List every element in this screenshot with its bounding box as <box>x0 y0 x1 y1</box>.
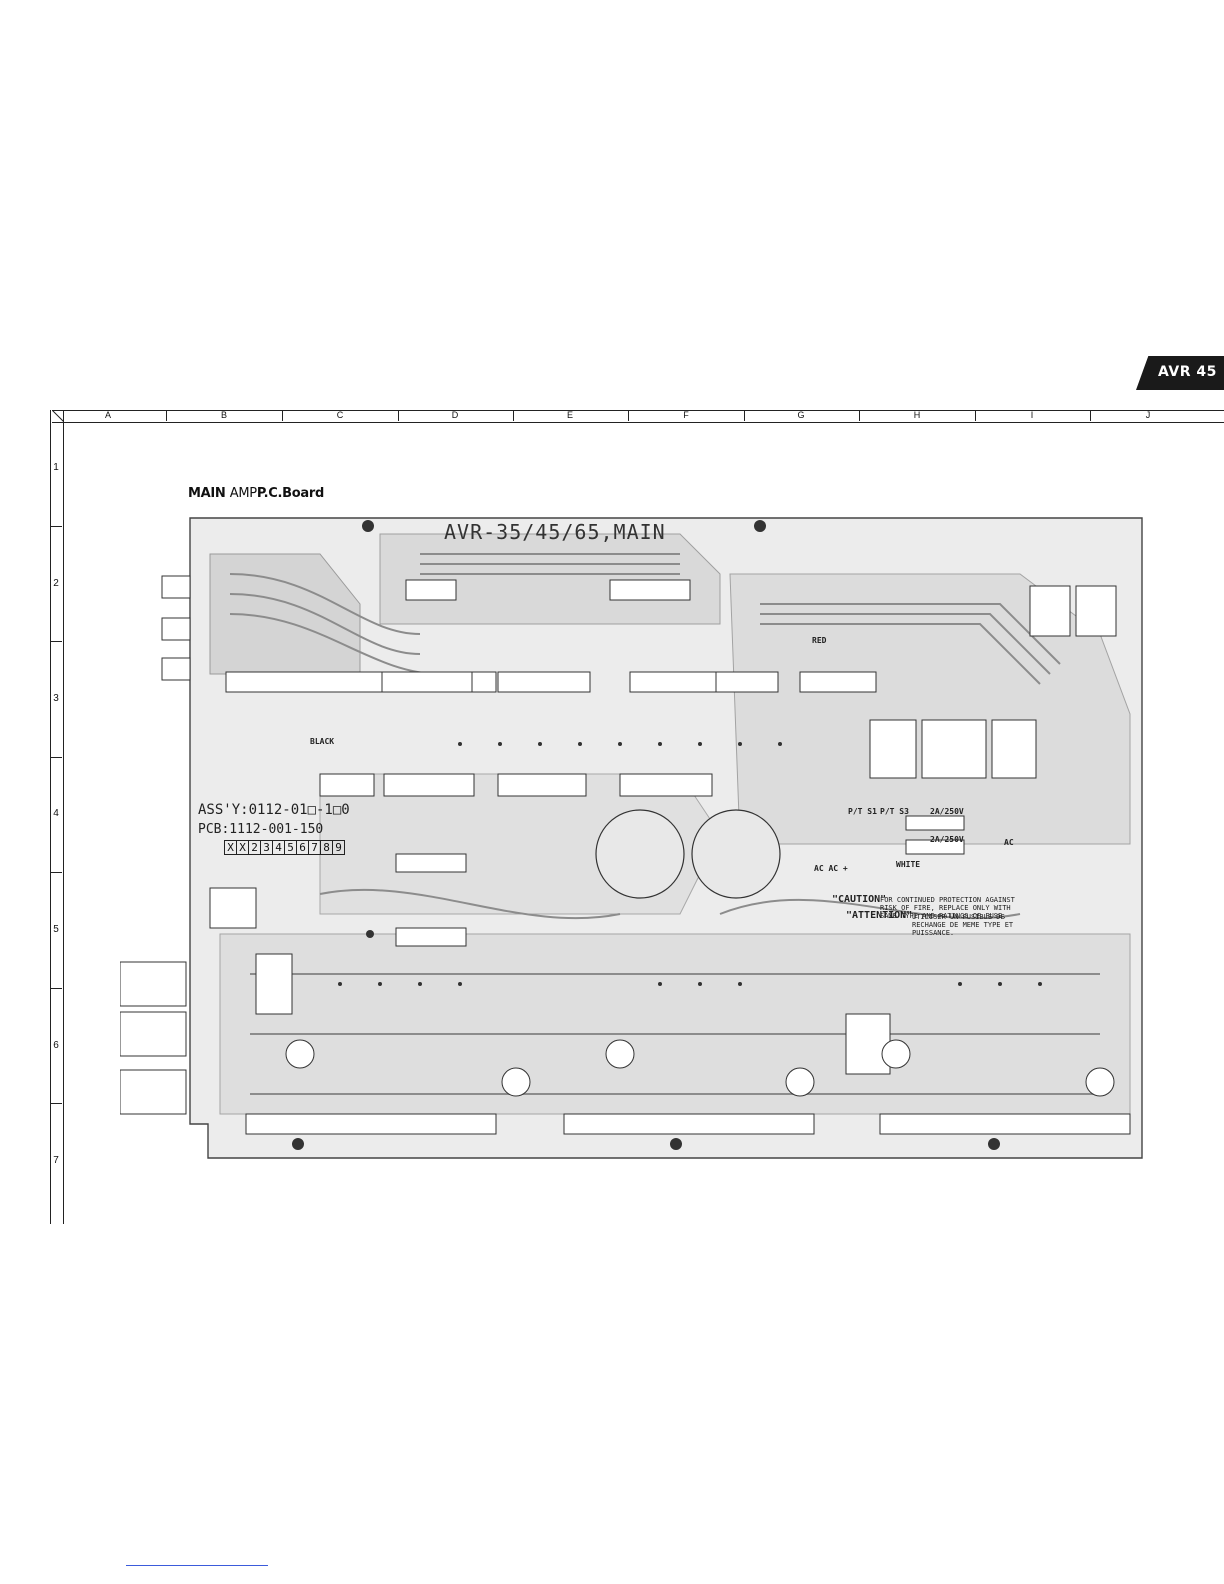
grid-col-tick <box>628 410 629 421</box>
grid-frame-left <box>50 410 64 1224</box>
grid-col-tick <box>859 410 860 421</box>
ac-input-label: AC AC + <box>814 864 848 873</box>
grid-row-tick <box>50 757 62 758</box>
grid-row-tick <box>50 988 62 989</box>
pcb-layout-drawing <box>120 517 1143 1159</box>
grid-col-tick <box>744 410 745 421</box>
grid-col-label: B <box>220 410 227 420</box>
pcb-number-label: PCB:1112-001-150 <box>198 822 324 837</box>
grid-row-label: 2 <box>53 578 59 589</box>
ac-label: AC <box>1004 838 1014 847</box>
grid-col-label: G <box>797 410 805 420</box>
assembly-number-label: ASS'Y:0112-01□-1□0 <box>198 802 350 818</box>
grid-corner <box>52 410 64 422</box>
attention-label: "ATTENTION" <box>846 910 913 921</box>
grid-row-label: 4 <box>53 808 59 819</box>
switch-label: P/T S3 <box>880 807 909 816</box>
digit-box: 9 <box>332 840 345 855</box>
grid-row-label: 1 <box>53 462 59 473</box>
grid-col-label: J <box>1145 410 1151 420</box>
caution-label: "CAUTION" <box>832 894 887 905</box>
wire-color-label: RED <box>812 636 827 645</box>
fuse-rating-label: 2A/250V <box>930 807 964 816</box>
grid-col-label: H <box>913 410 921 420</box>
wire-color-label: WHITE <box>896 860 921 869</box>
grid-frame-top <box>52 410 1224 423</box>
grid-col-tick <box>513 410 514 421</box>
grid-col-tick <box>398 410 399 421</box>
wire-color-label: BLACK <box>310 737 335 746</box>
grid-col-label: I <box>1030 410 1034 420</box>
grid-row-tick <box>50 1103 62 1104</box>
fuse-rating-label: 2A/250V <box>930 835 964 844</box>
grid-row-tick <box>50 872 62 873</box>
grid-col-tick <box>166 410 167 421</box>
board-title-rest: P.C.Board <box>256 486 325 501</box>
board-title-main: MAIN <box>188 486 226 501</box>
grid-row-label: 6 <box>53 1040 59 1051</box>
caution-note: FOR CONTINUED PROTECTION AGAINST RISK OF… <box>880 896 1015 920</box>
page-section-tab-label: AVR 45 <box>1158 364 1217 380</box>
grid-row-tick <box>50 526 62 527</box>
board-title: MAIN AMPP.C.Board <box>188 486 324 501</box>
grid-col-tick <box>975 410 976 421</box>
grid-col-label: F <box>683 410 689 420</box>
grid-col-label: C <box>336 410 344 420</box>
board-silkscreen-title: AVR-35/45/65,MAIN <box>444 520 666 544</box>
page-section-tab: AVR 45 <box>1136 356 1224 390</box>
grid-col-label: A <box>104 410 111 420</box>
grid-col-label: D <box>451 410 459 420</box>
grid-row-tick <box>50 641 62 642</box>
grid-col-tick <box>282 410 283 421</box>
grid-col-tick <box>1090 410 1091 421</box>
attention-note: UTILISER UN FUSIBLE DE RECHANGE DE MEME … <box>912 913 1014 937</box>
board-title-amp: AMP <box>229 486 257 501</box>
revision-digit-boxes: X X 2 3 4 5 6 7 8 9 <box>224 840 345 855</box>
grid-col-label: E <box>566 410 573 420</box>
footer-link-underline[interactable] <box>126 1565 268 1566</box>
grid-row-label: 3 <box>53 693 59 704</box>
grid-row-label: 7 <box>53 1155 59 1166</box>
switch-label: P/T S1 <box>848 807 877 816</box>
grid-row-label: 5 <box>53 924 59 935</box>
